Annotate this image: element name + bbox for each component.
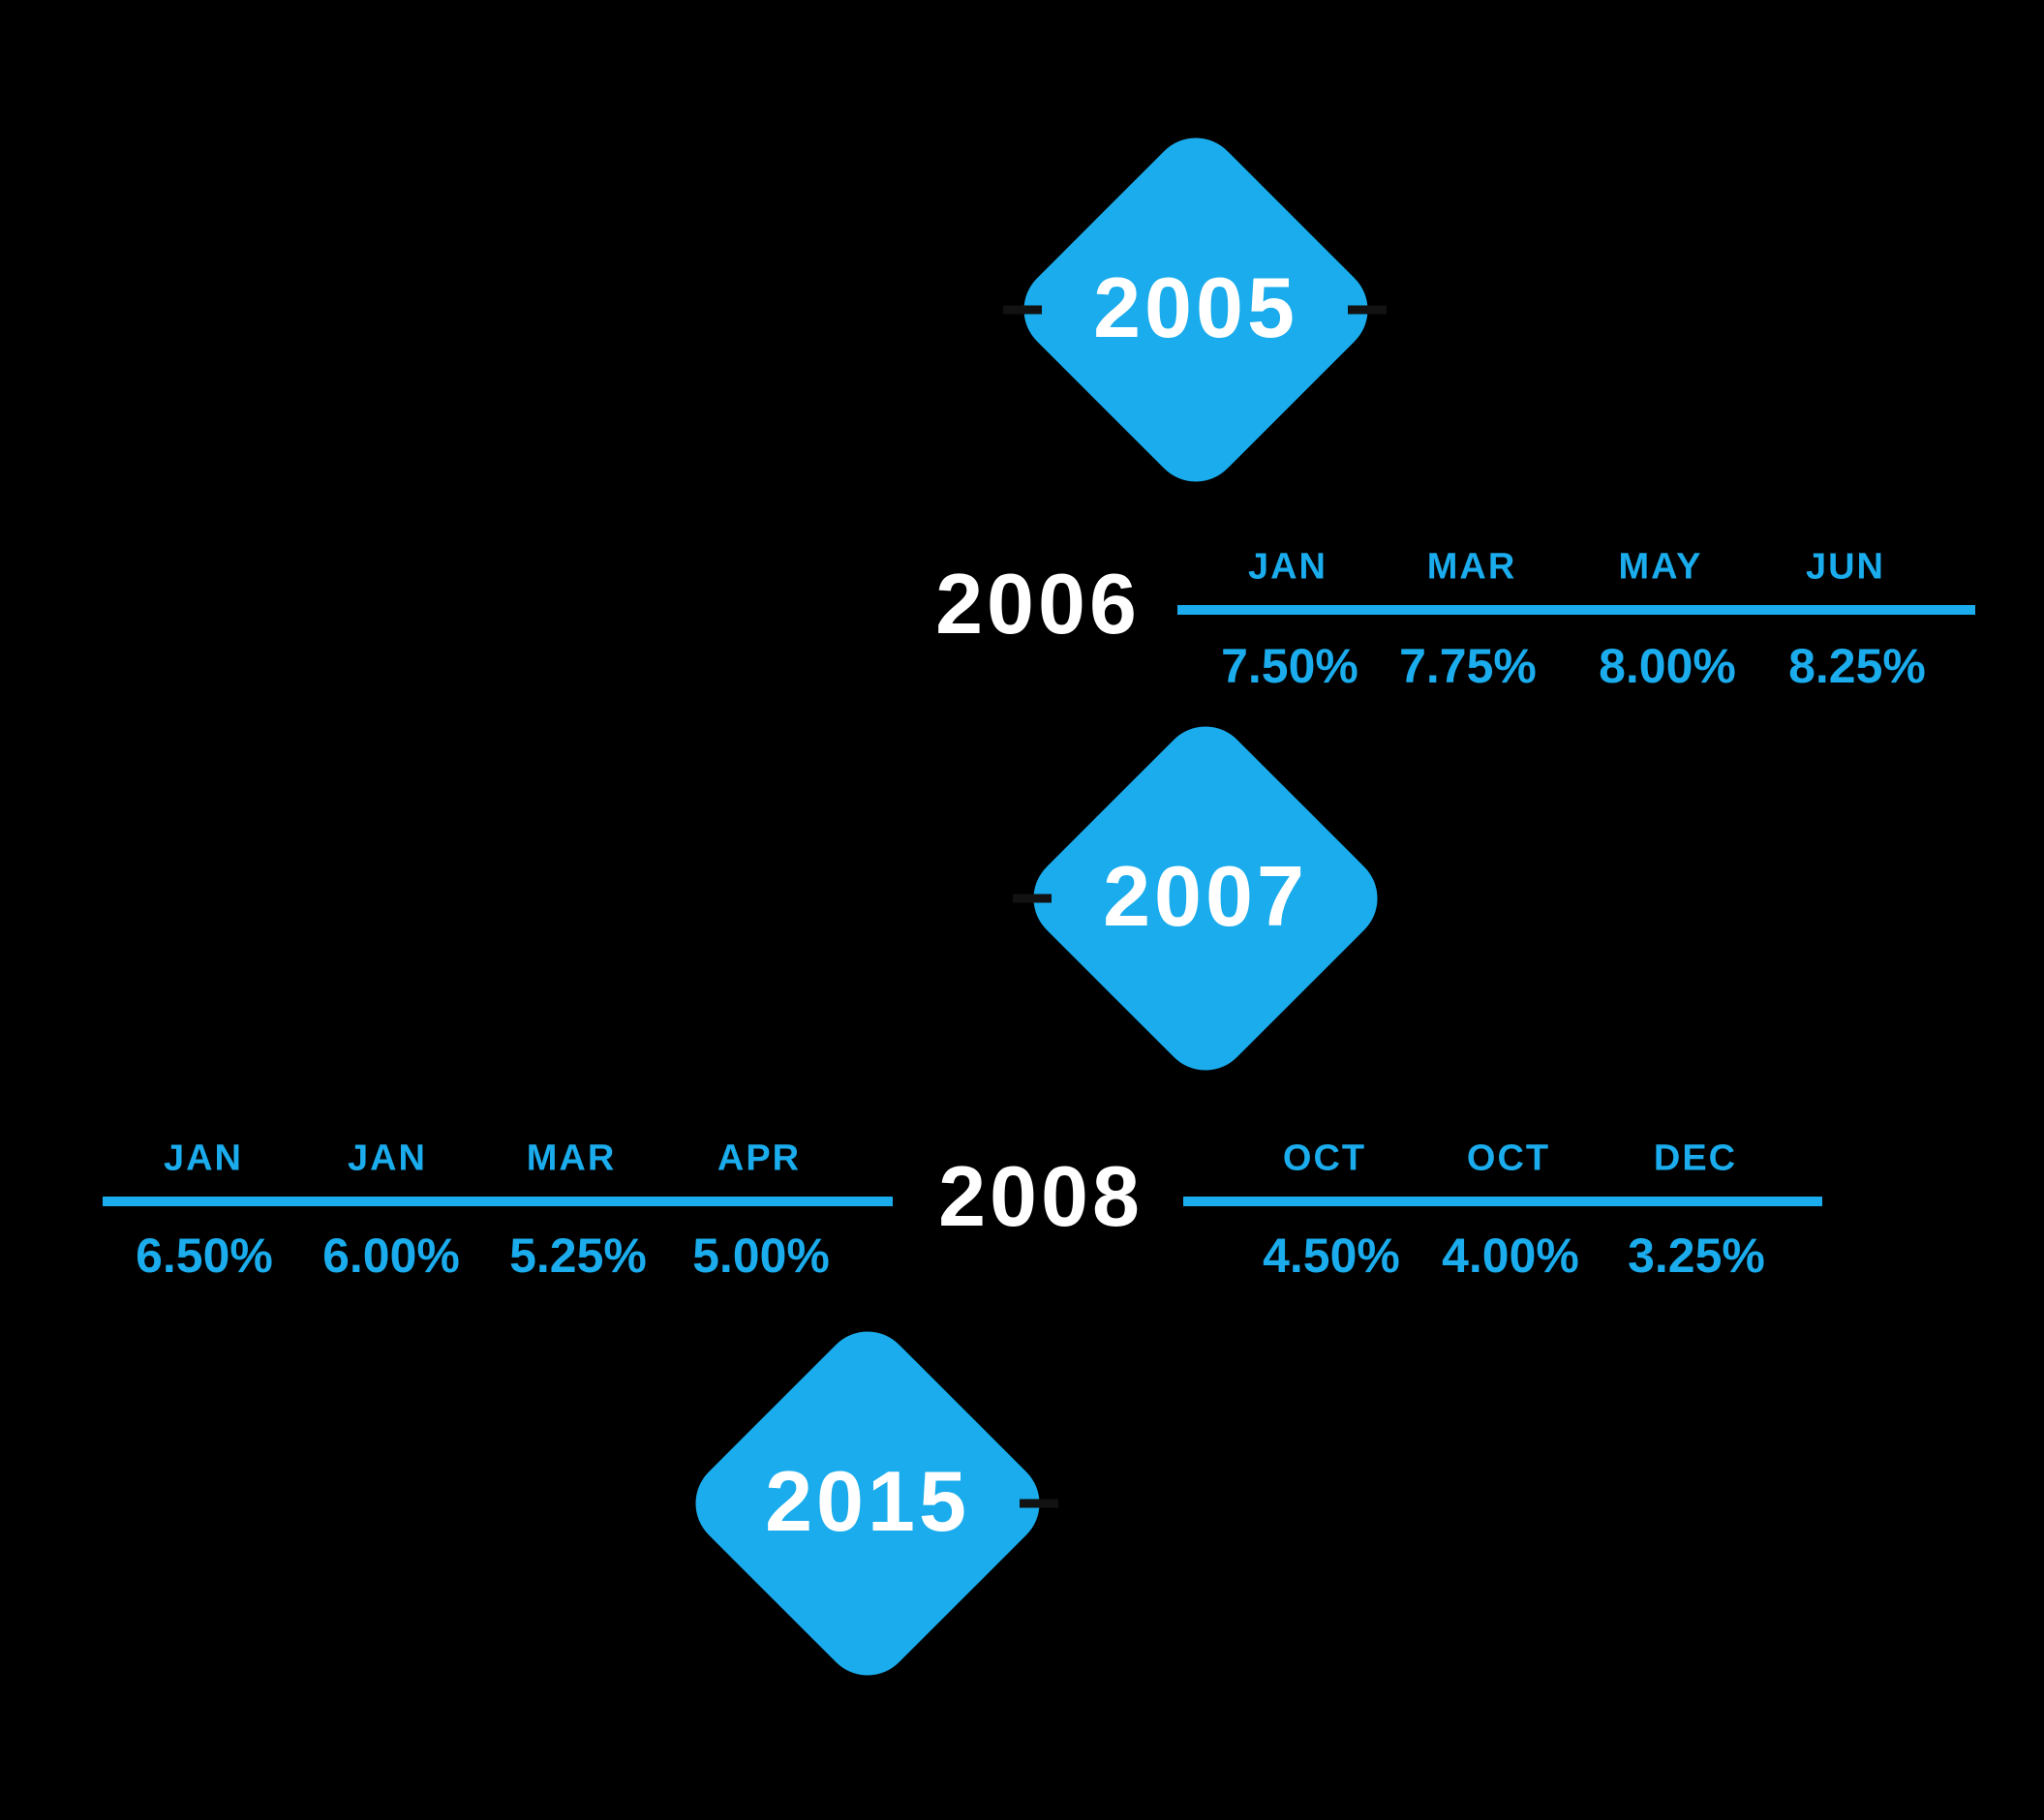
month-label: MAR <box>1426 546 1517 588</box>
month-label: JAN <box>1247 546 1328 588</box>
month-label: JAN <box>163 1138 244 1179</box>
connector-dash-2007-left <box>1013 894 1052 903</box>
rate-divider-2008-right <box>1183 1197 1822 1206</box>
rate-divider-2008-left <box>103 1197 893 1206</box>
rate-value: 5.00% <box>692 1228 830 1283</box>
connector-dash-2015-right <box>1020 1499 1058 1508</box>
rate-value: 5.25% <box>509 1228 647 1283</box>
rate-divider-2006 <box>1177 605 1975 615</box>
month-label: OCT <box>1282 1138 1367 1179</box>
rate-value: 8.00% <box>1599 639 1736 693</box>
month-label: MAY <box>1618 546 1703 588</box>
month-label: OCT <box>1466 1138 1551 1179</box>
connector-dash-2005-left <box>1003 305 1042 315</box>
rate-value: 7.75% <box>1399 639 1537 693</box>
rate-value: 3.25% <box>1628 1228 1765 1283</box>
rate-value: 4.00% <box>1442 1228 1579 1283</box>
month-label: JAN <box>347 1138 428 1179</box>
rate-value: 7.50% <box>1221 639 1358 693</box>
rate-value: 4.50% <box>1263 1228 1400 1283</box>
year-label-2005: 2005 <box>1093 258 1298 355</box>
month-label: DEC <box>1653 1138 1738 1179</box>
month-label: MAR <box>526 1138 617 1179</box>
year-label-2006: 2006 <box>935 555 1141 652</box>
connector-dash-2005-right <box>1348 305 1387 315</box>
year-label-2007: 2007 <box>1103 847 1308 944</box>
rate-value: 6.00% <box>322 1228 460 1283</box>
year-label-2015: 2015 <box>765 1452 970 1549</box>
month-label: APR <box>717 1138 802 1179</box>
rate-value: 8.25% <box>1788 639 1926 693</box>
month-label: JUN <box>1805 546 1886 588</box>
rate-value: 6.50% <box>136 1228 273 1283</box>
year-label-2008: 2008 <box>938 1147 1144 1244</box>
